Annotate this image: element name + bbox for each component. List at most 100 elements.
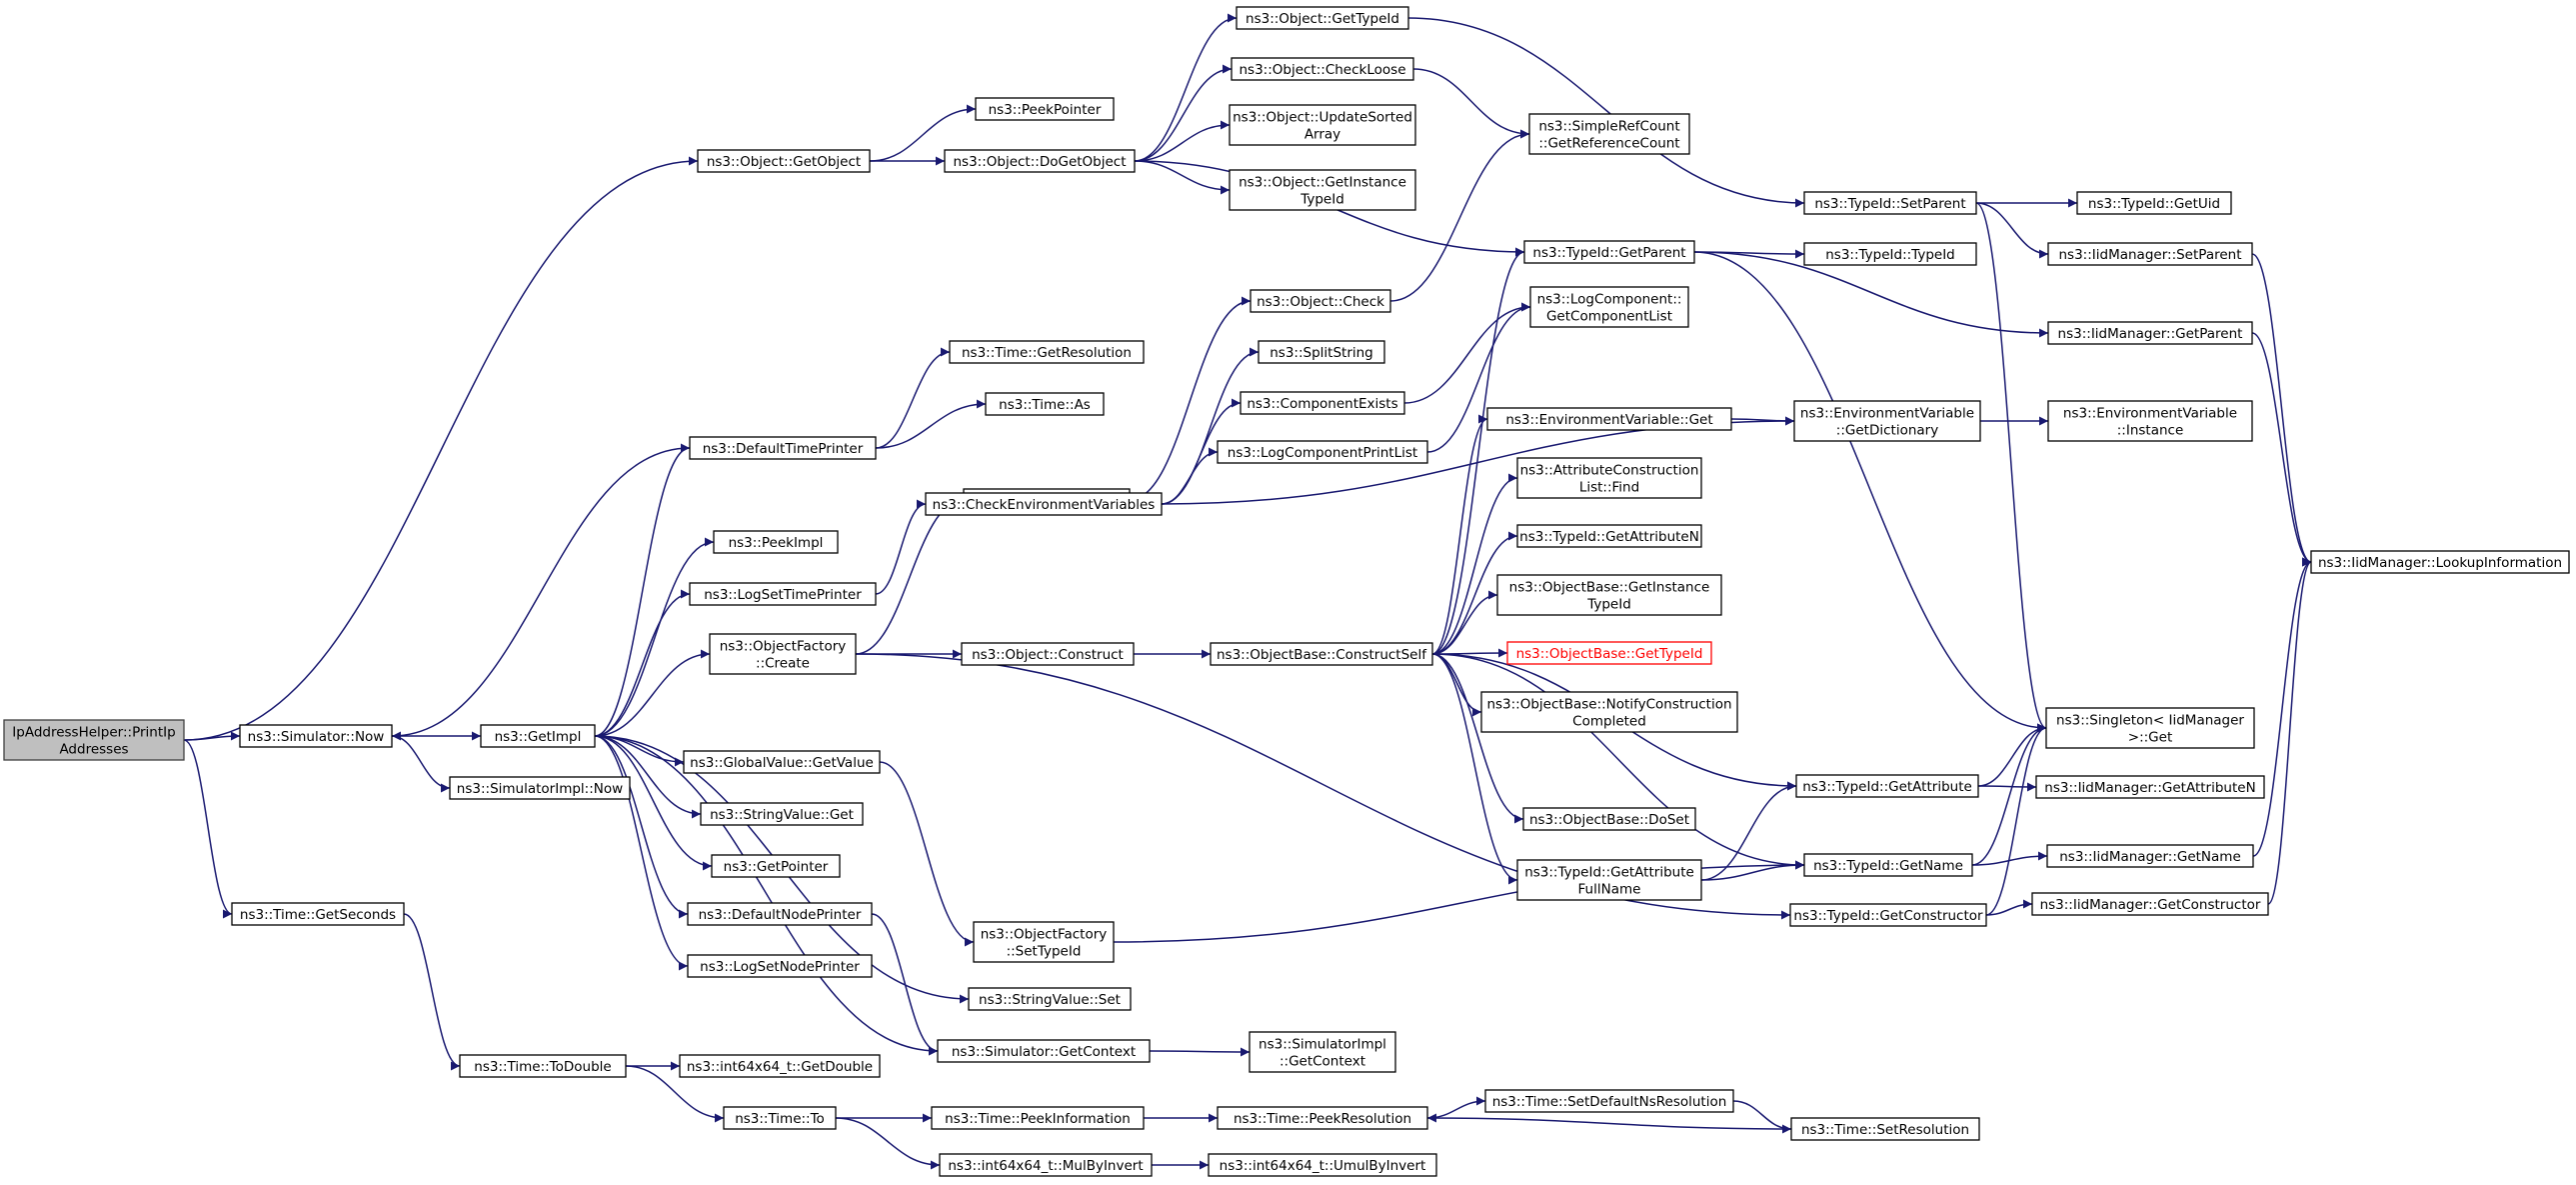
node-simImplNow[interactable]: ns3::SimulatorImpl::Now: [449, 776, 631, 800]
node-box: [1523, 240, 1695, 264]
node-timePeekInformation[interactable]: ns3::Time::PeekInformation: [931, 1106, 1145, 1130]
node-envVarGet[interactable]: ns3::EnvironmentVariable::Get: [1486, 407, 1732, 431]
node-stringValueGet[interactable]: ns3::StringValue::Get: [700, 802, 864, 826]
node-logSetNodePrinter[interactable]: ns3::LogSetNodePrinter: [687, 954, 873, 978]
call-edge-typeIdGetConstructor-to-iidGetConstructor: [1985, 899, 2033, 916]
node-envVarInstance[interactable]: ns3::EnvironmentVariable::Instance: [2047, 400, 2253, 442]
node-box: [1240, 391, 1405, 415]
node-defaultTimePrinter[interactable]: ns3::DefaultTimePrinter: [689, 436, 877, 460]
node-int64UmulByInvert[interactable]: ns3::int64x64_t::UmulByInvert: [1208, 1153, 1437, 1177]
node-box: [2035, 775, 2265, 799]
node-iidGetName[interactable]: ns3::IidManager::GetName: [2046, 844, 2254, 868]
call-edge-objBaseConstructSelf-to-objBaseDoSet: [1431, 653, 1524, 824]
node-typeIdSetParent[interactable]: ns3::TypeId::SetParent: [1803, 191, 1977, 215]
node-stringValueSet[interactable]: ns3::StringValue::Set: [968, 987, 1132, 1011]
node-timeToDouble[interactable]: ns3::Time::ToDouble: [459, 1054, 627, 1078]
node-logComponentPrintList[interactable]: ns3::LogComponentPrintList: [1217, 440, 1428, 464]
node-iidGetAttributeN[interactable]: ns3::IidManager::GetAttributeN: [2035, 775, 2265, 799]
node-label: ns3::LogComponent::: [1537, 292, 1682, 308]
node-objCheckLoose[interactable]: ns3::Object::CheckLoose: [1231, 57, 1414, 81]
node-objBaseConstructSelf[interactable]: ns3::ObjectBase::ConstructSelf: [1210, 642, 1433, 666]
node-iidGetParent[interactable]: ns3::IidManager::GetParent: [2047, 321, 2253, 345]
node-timeSetDefaultNsRes[interactable]: ns3::Time::SetDefaultNsResolution: [1484, 1089, 1734, 1113]
node-simImplGetContext[interactable]: ns3::SimulatorImpl::GetContext: [1249, 1031, 1396, 1073]
node-singletonGet[interactable]: ns3::Singleton< IidManager >::Get: [2045, 707, 2255, 749]
node-int64MulByInvert[interactable]: ns3::int64x64_t::MulByInvert: [939, 1153, 1153, 1177]
node-objBaseNotifyConstruction[interactable]: ns3::ObjectBase::NotifyConstructionCompl…: [1480, 691, 1738, 733]
node-logCompGetList[interactable]: ns3::LogComponent::GetComponentList: [1529, 286, 1689, 328]
node-objGetObject[interactable]: ns3::Object::GetObject: [697, 149, 871, 173]
node-typeIdGetAttribute[interactable]: ns3::TypeId::GetAttribute: [1795, 774, 1979, 798]
call-edge-logComponentPrintList-to-logCompGetList: [1426, 302, 1531, 453]
node-simGetContext[interactable]: ns3::Simulator::GetContext: [937, 1039, 1151, 1063]
node-splitString[interactable]: ns3::SplitString: [1258, 340, 1385, 364]
node-objGetTypeId[interactable]: ns3::Object::GetTypeId: [1236, 6, 1409, 30]
node-timeTo[interactable]: ns3::Time::To: [723, 1106, 837, 1130]
node-box: [1803, 242, 1977, 266]
node-objBaseGetTypeId[interactable]: ns3::ObjectBase::GetTypeId: [1506, 641, 1712, 665]
call-edge-getImpl-to-simGetContext: [594, 735, 939, 1056]
node-typeIdTypeId[interactable]: ns3::TypeId::TypeId: [1803, 242, 1977, 266]
node-timeAs[interactable]: ns3::Time::As: [985, 392, 1105, 416]
node-box: [239, 724, 393, 748]
node-typeIdGetName[interactable]: ns3::TypeId::GetName: [1803, 853, 1973, 877]
node-box: [687, 954, 873, 978]
call-edge-timeSetDefaultNsRes-to-timeSetResolution: [1732, 1100, 1792, 1134]
node-getPointer[interactable]: ns3::GetPointer: [711, 854, 841, 878]
node-box: [1217, 440, 1428, 464]
node-label: ns3::SimulatorImpl::Now: [457, 781, 623, 797]
node-label: List::Find: [1579, 480, 1639, 496]
call-edge-typeIdGetName-to-singletonGet: [1971, 723, 2047, 866]
node-typeIdGetAttributeN[interactable]: ns3::TypeId::GetAttributeN: [1516, 524, 1702, 548]
node-box: [231, 902, 405, 926]
node-label: ns3::StringValue::Get: [710, 807, 854, 823]
call-edge-objGetObject-to-peekPointer: [869, 104, 977, 162]
node-checkEnvVars[interactable]: ns3::CheckEnvironmentVariables: [925, 492, 1163, 516]
node-envVarGetDictionary[interactable]: ns3::EnvironmentVariable::GetDictionary: [1793, 400, 1981, 442]
node-getImpl[interactable]: ns3::GetImpl: [480, 724, 596, 748]
call-edge-iidGetParent-to-iidLookupInformation: [2251, 332, 2312, 567]
node-doGetObject[interactable]: ns3::Object::DoGetObject: [944, 149, 1136, 173]
node-box: [2047, 321, 2253, 345]
node-logSetTimePrinter[interactable]: ns3::LogSetTimePrinter: [689, 582, 877, 606]
node-simNow[interactable]: ns3::Simulator::Now: [239, 724, 393, 748]
node-iidLookupInformation[interactable]: ns3::IidManager::LookupInformation: [2310, 550, 2570, 574]
call-edge-iidGetName-to-iidLookupInformation: [2252, 557, 2312, 857]
node-int64GetDouble[interactable]: ns3::int64x64_t::GetDouble: [679, 1054, 881, 1078]
node-objConstruct[interactable]: ns3::Object::Construct: [961, 642, 1135, 666]
node-label: ns3::Time::SetResolution: [1801, 1122, 1969, 1138]
node-objFactorySetTypeId[interactable]: ns3::ObjectFactory::SetTypeId: [973, 921, 1115, 963]
node-timeGetResolution[interactable]: ns3::Time::GetResolution: [949, 340, 1145, 364]
node-objBaseDoSet[interactable]: ns3::ObjectBase::DoSet: [1522, 807, 1696, 831]
call-edge-defaultTimePrinter-to-simNow: [391, 447, 691, 741]
node-typeIdGetUid[interactable]: ns3::TypeId::GetUid: [2076, 191, 2232, 215]
call-edge-defaultTimePrinter-to-timeAs: [875, 399, 987, 449]
node-box: [2031, 892, 2269, 916]
node-objCheck[interactable]: ns3::Object::Check: [1250, 289, 1391, 313]
node-peekImpl[interactable]: ns3::PeekImpl: [713, 530, 839, 554]
node-iidSetParent[interactable]: ns3::IidManager::SetParent: [2047, 242, 2253, 266]
node-simpleRefCount[interactable]: ns3::SimpleRefCount::GetReferenceCount: [1528, 113, 1690, 155]
node-box: [1486, 407, 1732, 431]
node-timeGetSeconds[interactable]: ns3::Time::GetSeconds: [231, 902, 405, 926]
node-globalValueGetValue[interactable]: ns3::GlobalValue::GetValue: [683, 750, 881, 774]
node-typeIdGetConstructor[interactable]: ns3::TypeId::GetConstructor: [1789, 903, 1987, 927]
node-defaultNodePrinter[interactable]: ns3::DefaultNodePrinter: [687, 902, 873, 926]
node-box: [3, 719, 185, 761]
node-objFactoryCreate[interactable]: ns3::ObjectFactory::Create: [709, 633, 857, 675]
node-iidGetConstructor[interactable]: ns3::IidManager::GetConstructor: [2031, 892, 2269, 916]
call-edge-componentExists-to-logCompGetList: [1403, 302, 1531, 404]
node-timePeekResolution[interactable]: ns3::Time::PeekResolution: [1217, 1106, 1428, 1130]
node-label: ::Instance: [2117, 423, 2184, 439]
node-typeIdGetParent[interactable]: ns3::TypeId::GetParent: [1523, 240, 1695, 264]
node-label: ns3::IidManager::GetConstructor: [2040, 897, 2261, 913]
node-componentExists[interactable]: ns3::ComponentExists: [1240, 391, 1405, 415]
node-peekPointer[interactable]: ns3::PeekPointer: [975, 97, 1115, 121]
node-box: [1496, 574, 1722, 616]
node-timeSetResolution[interactable]: ns3::Time::SetResolution: [1790, 1117, 1980, 1141]
